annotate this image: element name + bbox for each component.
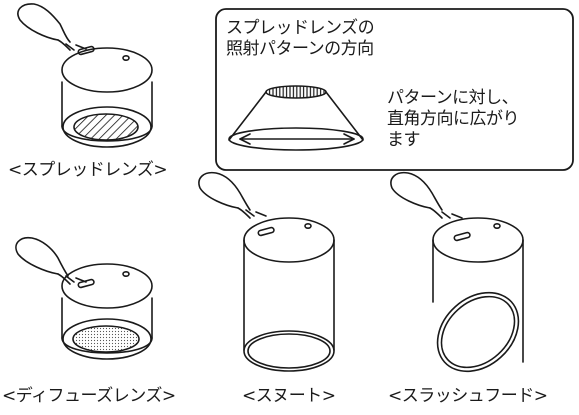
diffuse-lens-fixture [15,236,153,360]
frame-note-line3: ます [387,130,421,150]
slash-hood-fixture [390,171,524,373]
info-frame [215,8,574,171]
snoot-fixture [198,171,335,372]
spread-lens-fixture [17,3,153,148]
frame-note-line2: 直角方向に広がり [387,109,520,129]
frame-title-line1: スプレッドレンズの [226,18,375,38]
spread-pattern-diagram [228,85,364,151]
frame-note-line1: パターンに対し、 [387,88,519,108]
snoot-label: <スヌート> [242,386,336,406]
slash-hood-label: <スラッシュフード> [388,386,548,406]
spread-lens-label: <スプレッドレンズ> [8,160,168,180]
diffuse-lens-label: <ディフューズレンズ> [2,386,176,406]
frame-title-line2: 照射パターンの方向 [226,39,374,59]
wire-loop [17,3,71,43]
